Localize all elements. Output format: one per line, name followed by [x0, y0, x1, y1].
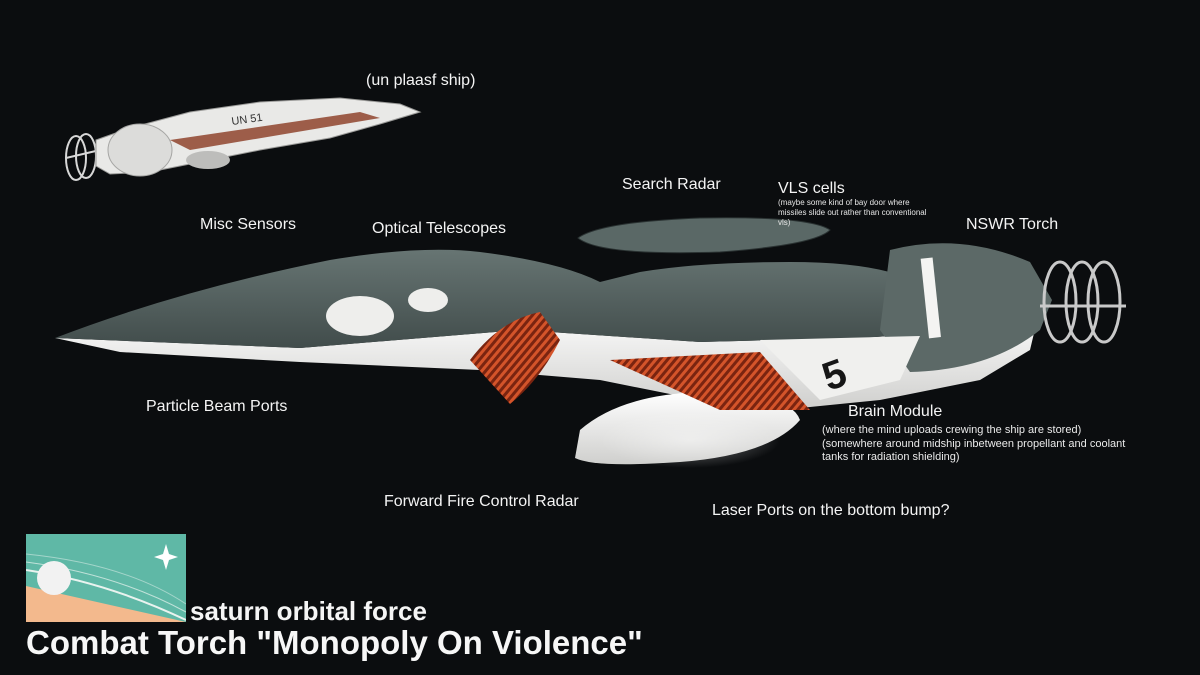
label-brain-module: Brain Module	[848, 403, 943, 420]
label-vls-cells: VLS cells	[778, 180, 845, 197]
search-radar-dish	[577, 217, 831, 254]
secondary-ship-caption: (un plaasf ship)	[366, 72, 476, 89]
label-brain-note-1: (where the mind uploads crewing the ship…	[822, 424, 1082, 436]
saturn-orbital-force-logo	[26, 534, 186, 622]
main-ship: 5	[55, 217, 1126, 468]
ship-title: Combat Torch "Monopoly On Violence"	[26, 624, 643, 661]
optical-telescope-2	[408, 288, 448, 312]
label-nswr-torch: NSWR Torch	[966, 216, 1059, 233]
label-misc-sensors: Misc Sensors	[200, 216, 297, 233]
label-brain-note-2: (somewhere around midship inbetween prop…	[822, 438, 1126, 464]
label-optical-telescopes: Optical Telescopes	[372, 220, 506, 237]
torch-nozzle	[1040, 260, 1126, 344]
secondary-ship-nozzle	[65, 133, 101, 181]
secondary-ship: UN 51	[65, 97, 422, 181]
optical-telescope-1	[326, 296, 394, 336]
label-vls-note: (maybe some kind of bay door where missi…	[778, 198, 927, 227]
radiator-aft	[610, 352, 810, 410]
radiator-forward	[470, 312, 560, 404]
label-search-radar: Search Radar	[622, 176, 721, 193]
label-forward-fire-control-radar: Forward Fire Control Radar	[384, 493, 579, 510]
label-laser-ports: Laser Ports on the bottom bump?	[712, 502, 950, 519]
main-ship-fin	[760, 336, 920, 400]
faction-name: saturn orbital force	[190, 596, 427, 626]
main-ship-upper-hull	[55, 249, 1040, 348]
secondary-ship-marking: UN 51	[231, 112, 264, 128]
label-particle-beam-ports: Particle Beam Ports	[146, 398, 288, 415]
